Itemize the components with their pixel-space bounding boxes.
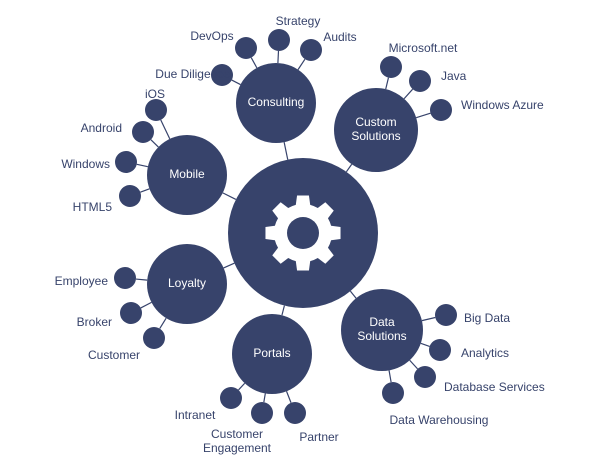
leaf-connector-mobile-0 (160, 119, 171, 140)
leaf-label-custom-solutions-2: Windows Azure (461, 98, 544, 112)
leaf-label-data-solutions-1: Analytics (461, 346, 509, 360)
leaf-node-portals-1[interactable] (251, 402, 273, 424)
leaf-node-loyalty-1[interactable] (120, 302, 142, 324)
leaf-connector-data-solutions-1 (420, 342, 430, 347)
leaf-connector-data-solutions-3 (388, 370, 392, 383)
leaf-node-portals-0[interactable] (220, 387, 242, 409)
leaf-label-data-solutions-0: Big Data (464, 311, 510, 325)
leaf-label-consulting-3: Audits (323, 30, 356, 44)
leaf-connector-loyalty-2 (159, 317, 167, 329)
leaf-label-data-solutions-3: Data Warehousing (390, 413, 489, 427)
hub-label-custom-solutions: Solutions (351, 129, 400, 143)
leaf-connector-loyalty-1 (140, 301, 152, 309)
leaf-node-data-solutions-3[interactable] (382, 382, 404, 404)
hub-consulting[interactable] (236, 63, 316, 143)
leaf-node-mobile-0[interactable] (145, 99, 167, 121)
hub-connector-consulting (283, 142, 289, 160)
leaf-label-portals-0: Intranet (175, 408, 216, 422)
leaf-node-mobile-3[interactable] (119, 185, 141, 207)
hub-label-custom-solutions: Custom (355, 115, 396, 129)
hub-connector-custom-solutions (345, 163, 353, 173)
leaf-label-loyalty-0: Employee (55, 274, 109, 288)
leaf-label-consulting-2: Strategy (276, 14, 321, 28)
hub-label-consulting: Consulting (248, 95, 305, 109)
leaf-connector-mobile-2 (136, 163, 149, 168)
leaf-connector-data-solutions-2 (409, 359, 419, 370)
leaf-node-loyalty-0[interactable] (114, 267, 136, 289)
leaf-label-loyalty-1: Broker (77, 315, 112, 329)
hub-label-mobile: Mobile (169, 167, 205, 181)
leaf-connector-consulting-2 (277, 50, 280, 64)
leaf-label-portals-1: Engagement (203, 441, 272, 455)
hub-connector-data-solutions (349, 290, 357, 299)
leaf-label-portals-2: Partner (299, 430, 338, 444)
leaf-connector-custom-solutions-0 (385, 77, 390, 90)
leaf-connector-portals-2 (285, 391, 292, 403)
leaf-node-portals-2[interactable] (284, 402, 306, 424)
gear-icon (265, 195, 341, 271)
hub-loyalty[interactable] (147, 244, 227, 324)
hub-label-loyalty: Loyalty (168, 276, 206, 290)
hub-label-data-solutions: Solutions (357, 329, 406, 343)
leaf-connector-consulting-0 (231, 79, 241, 86)
hub-connector-portals (281, 305, 285, 316)
leaf-node-mobile-1[interactable] (132, 121, 154, 143)
leaf-connector-loyalty-0 (135, 278, 148, 281)
leaf-node-mobile-2[interactable] (115, 151, 137, 173)
leaf-label-mobile-3: HTML5 (73, 200, 113, 214)
leaf-label-data-solutions-2: Database Services (444, 380, 545, 394)
leaf-label-mobile-0: iOS (145, 87, 165, 101)
leaf-connector-consulting-1 (250, 57, 258, 69)
leaf-node-custom-solutions-1[interactable] (409, 70, 431, 92)
leaf-connector-mobile-3 (140, 188, 150, 193)
leaf-node-data-solutions-0[interactable] (435, 304, 457, 326)
leaf-connector-portals-0 (238, 382, 246, 391)
leaf-node-loyalty-2[interactable] (143, 327, 165, 349)
hub-connector-mobile (222, 192, 237, 200)
hub-custom-solutions[interactable] (334, 88, 418, 172)
hub-portals[interactable] (232, 314, 312, 394)
leaf-connector-data-solutions-0 (421, 316, 436, 322)
leaf-label-mobile-1: Android (81, 121, 122, 135)
hub-label-data-solutions: Data (369, 315, 395, 329)
leaf-node-consulting-1[interactable] (235, 37, 257, 59)
leaf-node-consulting-3[interactable] (300, 39, 322, 61)
leaf-connector-portals-1 (263, 393, 266, 403)
leaf-node-data-solutions-1[interactable] (429, 339, 451, 361)
leaf-connector-custom-solutions-2 (415, 112, 431, 119)
leaf-label-consulting-0: Due Diligence (155, 67, 230, 81)
leaf-connector-mobile-1 (150, 139, 159, 148)
hub-data-solutions[interactable] (341, 289, 423, 371)
leaf-connector-consulting-3 (297, 58, 306, 70)
hub-label-portals: Portals (253, 346, 290, 360)
leaf-node-consulting-0[interactable] (211, 64, 233, 86)
leaf-label-loyalty-2: Customer (88, 348, 140, 362)
leaf-label-consulting-1: DevOps (190, 29, 233, 43)
leaf-node-data-solutions-2[interactable] (414, 366, 436, 388)
leaf-connector-custom-solutions-1 (403, 88, 414, 100)
leaf-label-portals-1: Customer (211, 427, 263, 441)
leaf-label-custom-solutions-1: Java (441, 69, 467, 83)
leaf-node-consulting-2[interactable] (268, 29, 290, 51)
hub-mobile[interactable] (147, 135, 227, 215)
leaf-label-mobile-2: Windows (61, 157, 110, 171)
hub-connector-loyalty (223, 262, 235, 269)
leaf-label-custom-solutions-0: Microsoft.net (389, 41, 458, 55)
leaf-node-custom-solutions-2[interactable] (430, 99, 452, 121)
leaf-node-custom-solutions-0[interactable] (380, 56, 402, 78)
